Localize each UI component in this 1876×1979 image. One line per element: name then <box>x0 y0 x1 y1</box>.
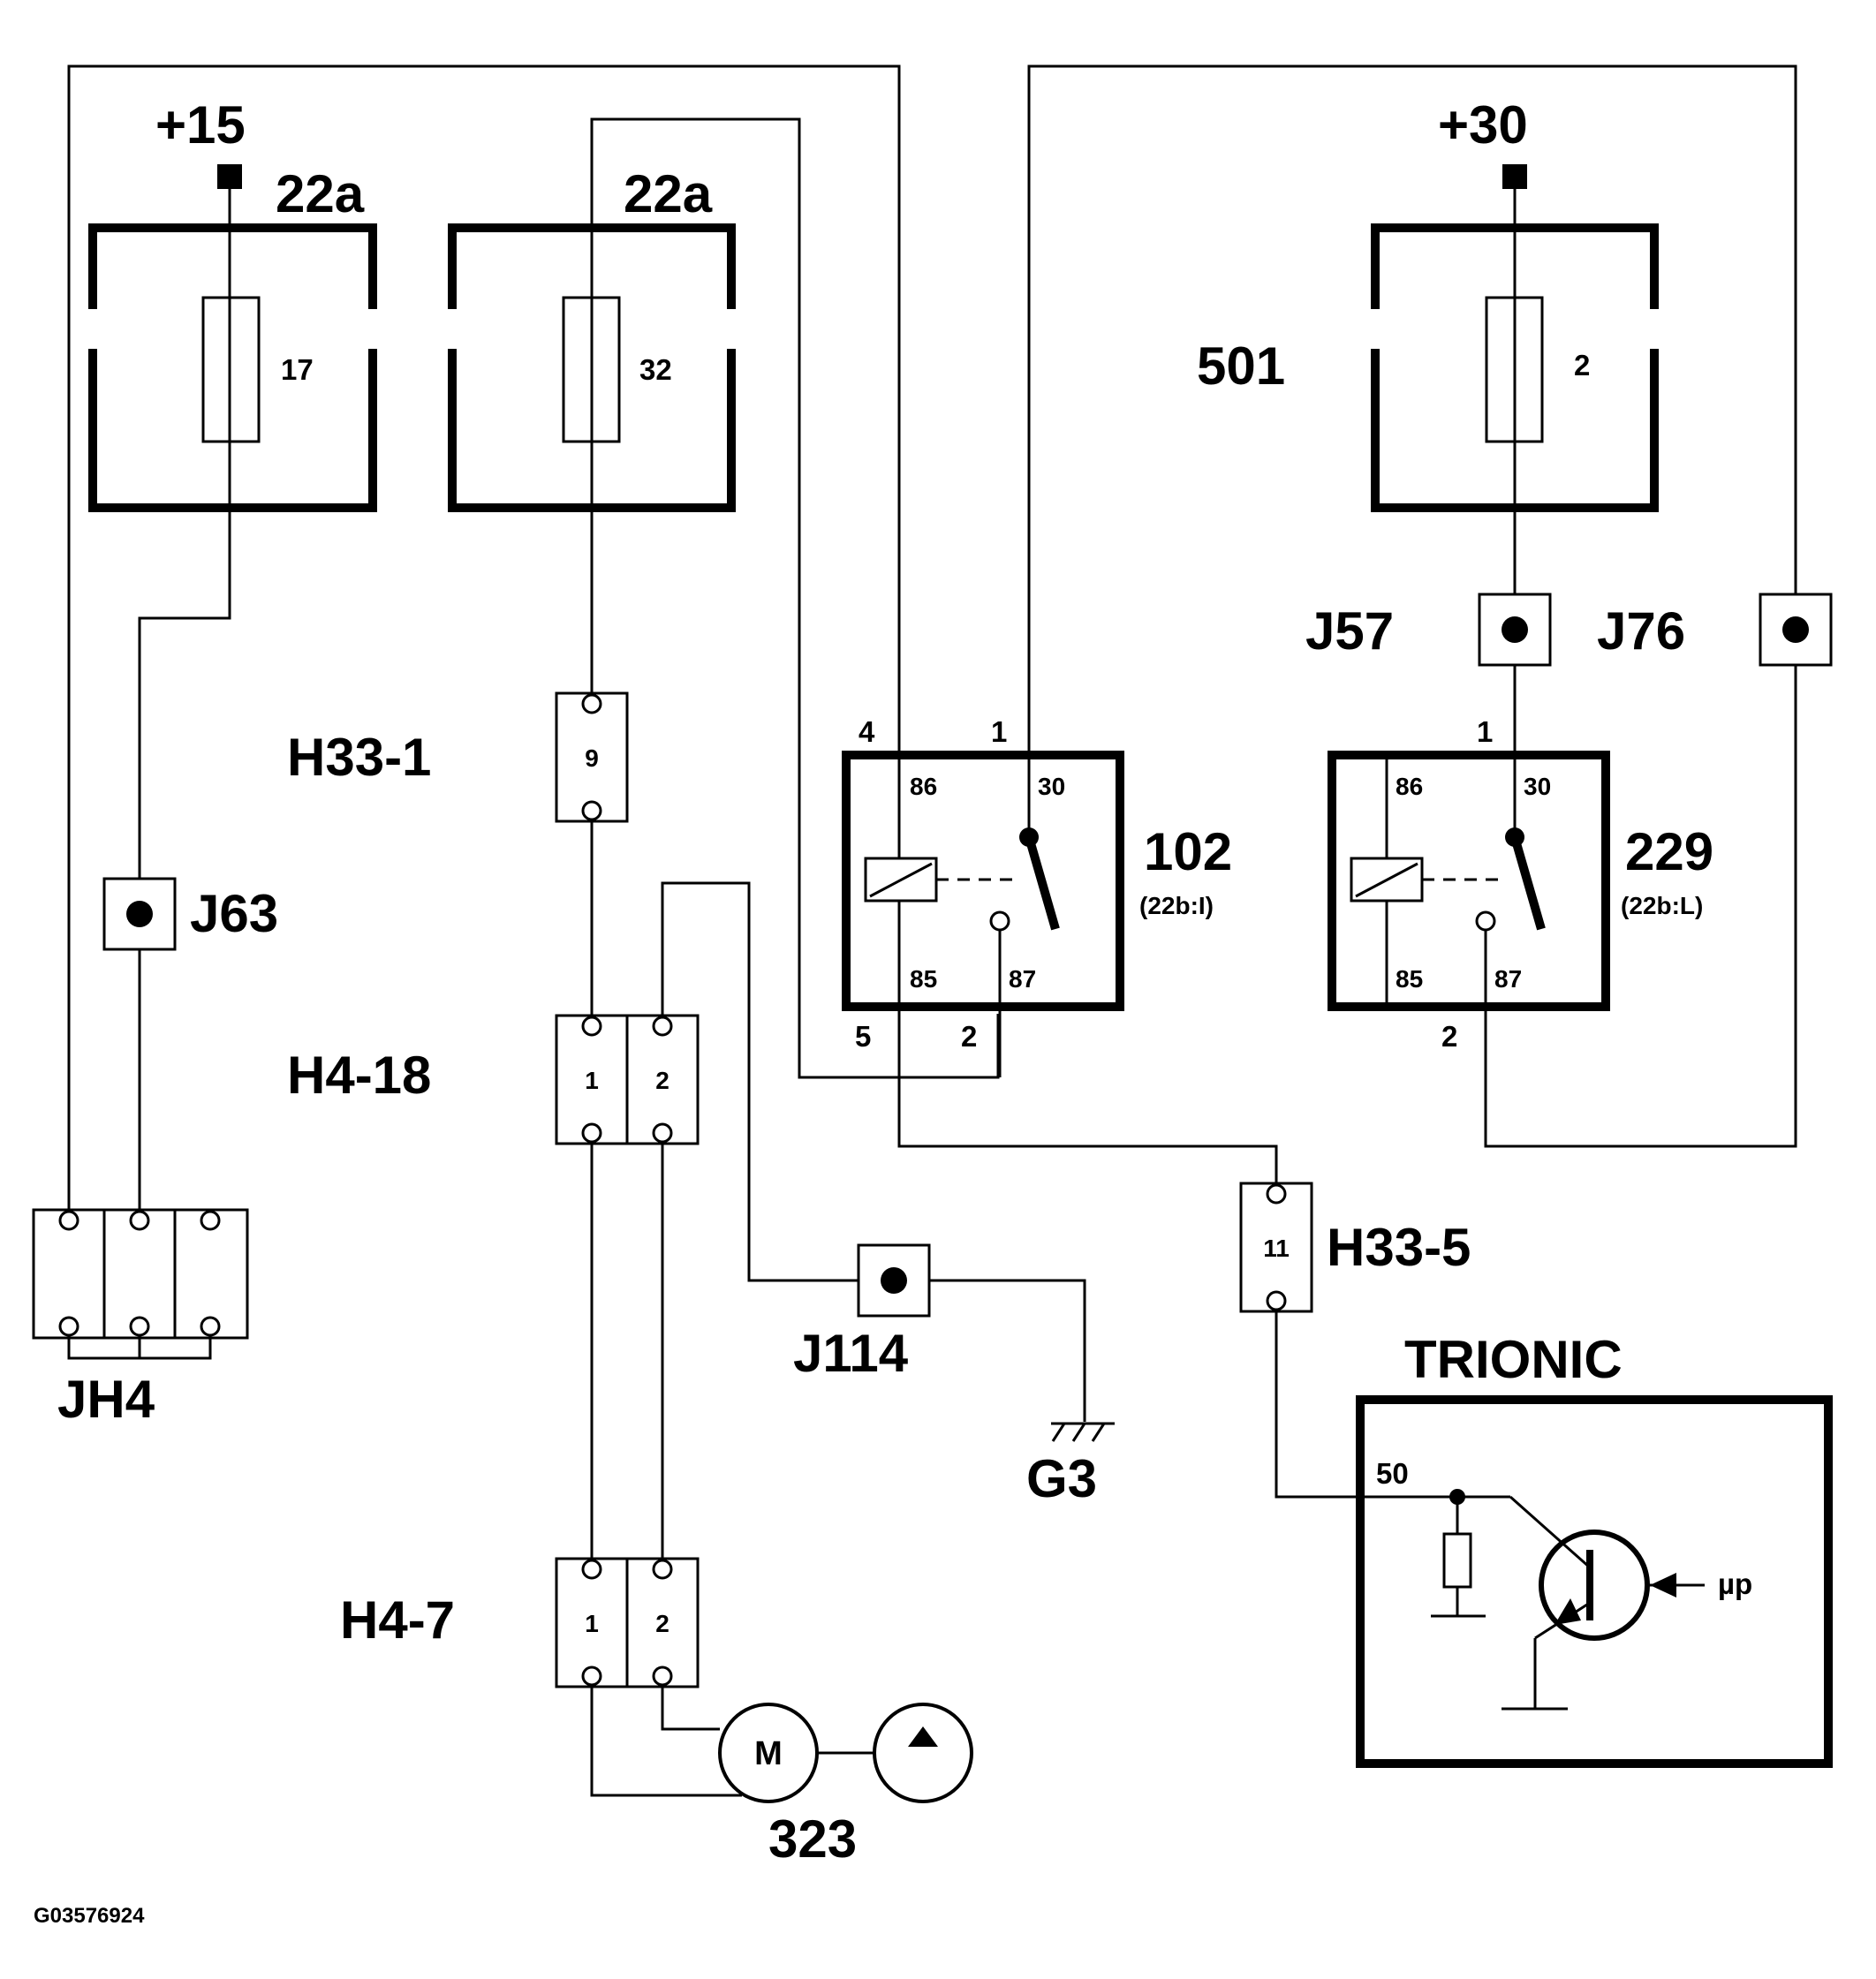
figure-id: G03576924 <box>34 1904 145 1928</box>
ground-label: G3 <box>1026 1449 1097 1508</box>
motor-symbol: M <box>754 1735 783 1772</box>
connector-h4-18: 1 2 H4-18 <box>287 1014 700 1145</box>
fuse-box-1-label: 22a <box>276 164 365 223</box>
relay-229-pin-1: 1 <box>1477 715 1493 748</box>
wire-h33-5-to-trionic <box>1275 1298 1457 1499</box>
h33-5-label: H33-5 <box>1327 1218 1471 1277</box>
relay-102-terminal-87: 87 <box>1009 965 1036 993</box>
wire-h4-7-pin2-to-motor <box>661 1678 720 1731</box>
j63-label: J63 <box>190 884 278 943</box>
trionic-title: TRIONIC <box>1404 1330 1623 1389</box>
wire-h4-7-pin1-to-motor <box>590 1678 742 1797</box>
relay-229-label: 229 <box>1625 822 1713 881</box>
fuse-box-2: 22a 32 <box>448 164 736 512</box>
j76-label: J76 <box>1597 601 1685 661</box>
relay-102-terminal-85: 85 <box>910 965 937 993</box>
fuse-17-label: 17 <box>281 353 314 386</box>
h4-7-pin-2: 2 <box>655 1610 669 1637</box>
jh4-connector: JH4 <box>32 1208 249 1429</box>
relay-102-pin-1: 1 <box>991 715 1007 748</box>
junction-j114: J114 <box>793 1243 931 1383</box>
relay-102-terminal-30: 30 <box>1038 773 1065 800</box>
relay-229-terminal-30: 30 <box>1524 773 1551 800</box>
wire-relay102-85-to-h33-5 <box>897 1002 1278 1185</box>
plus30-terminal <box>1502 164 1527 189</box>
plus15-label: +15 <box>155 95 246 155</box>
connector-h33-5: 11 H33-5 <box>1239 1182 1471 1313</box>
wire-j114-to-g3 <box>894 1279 1086 1422</box>
fuse-box-3: 501 2 <box>1197 223 1659 512</box>
fuse-32-label: 32 <box>639 353 672 386</box>
plus30-label: +30 <box>1438 95 1528 155</box>
j57-label: J57 <box>1305 601 1394 661</box>
fuse-box-1: 22a 17 <box>88 164 377 512</box>
ground-g3: G3 <box>1026 1422 1115 1508</box>
h4-18-pin-1: 1 <box>585 1067 599 1094</box>
relay-229-sub-label: (22b:L) <box>1621 892 1703 919</box>
relay-102-pin-4: 4 <box>859 715 875 748</box>
trionic-pin-50: 50 <box>1376 1457 1409 1490</box>
fuse-2-label: 2 <box>1574 349 1590 381</box>
relay-102-terminal-86: 86 <box>910 773 937 800</box>
relay-102-sub-label: (22b:I) <box>1139 892 1214 919</box>
h4-7-pin-1: 1 <box>585 1610 599 1637</box>
junction-j57: J57 <box>1305 593 1552 667</box>
relay-229-terminal-87: 87 <box>1494 965 1522 993</box>
h33-1-pin: 9 <box>585 744 599 772</box>
h4-7-label: H4-7 <box>340 1590 455 1650</box>
jh4-label: JH4 <box>57 1370 155 1429</box>
trionic-input-label: µp <box>1718 1567 1752 1600</box>
relay-102: 86 30 85 87 4 1 5 2 102 (22b:I) <box>842 715 1232 1053</box>
wire-fuse32-to-h33-1 <box>590 117 1000 1079</box>
h33-1-label: H33-1 <box>287 728 431 787</box>
relay-229-terminal-86: 86 <box>1396 773 1423 800</box>
motor-label: 323 <box>768 1809 857 1869</box>
motor-323: M 323 <box>718 1703 973 1869</box>
h4-18-label: H4-18 <box>287 1046 431 1105</box>
trionic-ecu: TRIONIC 50 µp <box>1356 1330 1833 1768</box>
wire-h4-18-pin2-to-ground <box>661 881 894 1282</box>
plus15-terminal <box>217 164 242 189</box>
h33-5-pin: 11 <box>1263 1235 1290 1262</box>
junction-j63: J63 <box>102 877 278 951</box>
connector-h4-7: 1 2 H4-7 <box>340 1557 700 1688</box>
relay-102-pin-5: 5 <box>855 1020 871 1053</box>
junction-j76: J76 <box>1597 593 1833 667</box>
fuse-box-2-label: 22a <box>624 164 713 223</box>
wire-jh4-to-relay102-pin4 <box>67 64 901 1210</box>
pump-icon <box>873 1703 973 1803</box>
j114-label: J114 <box>793 1324 909 1383</box>
relay-229: 86 30 85 87 1 2 229 (22b:L) <box>1328 715 1713 1053</box>
fuse-box-3-label: 501 <box>1197 336 1285 396</box>
relay-102-pin-2: 2 <box>961 1020 977 1053</box>
relay-229-terminal-85: 85 <box>1396 965 1423 993</box>
connector-h33-1: 9 H33-1 <box>287 691 629 823</box>
relay-102-label: 102 <box>1144 822 1232 881</box>
h4-18-pin-2: 2 <box>655 1067 669 1094</box>
relay-229-pin-2: 2 <box>1441 1020 1457 1053</box>
